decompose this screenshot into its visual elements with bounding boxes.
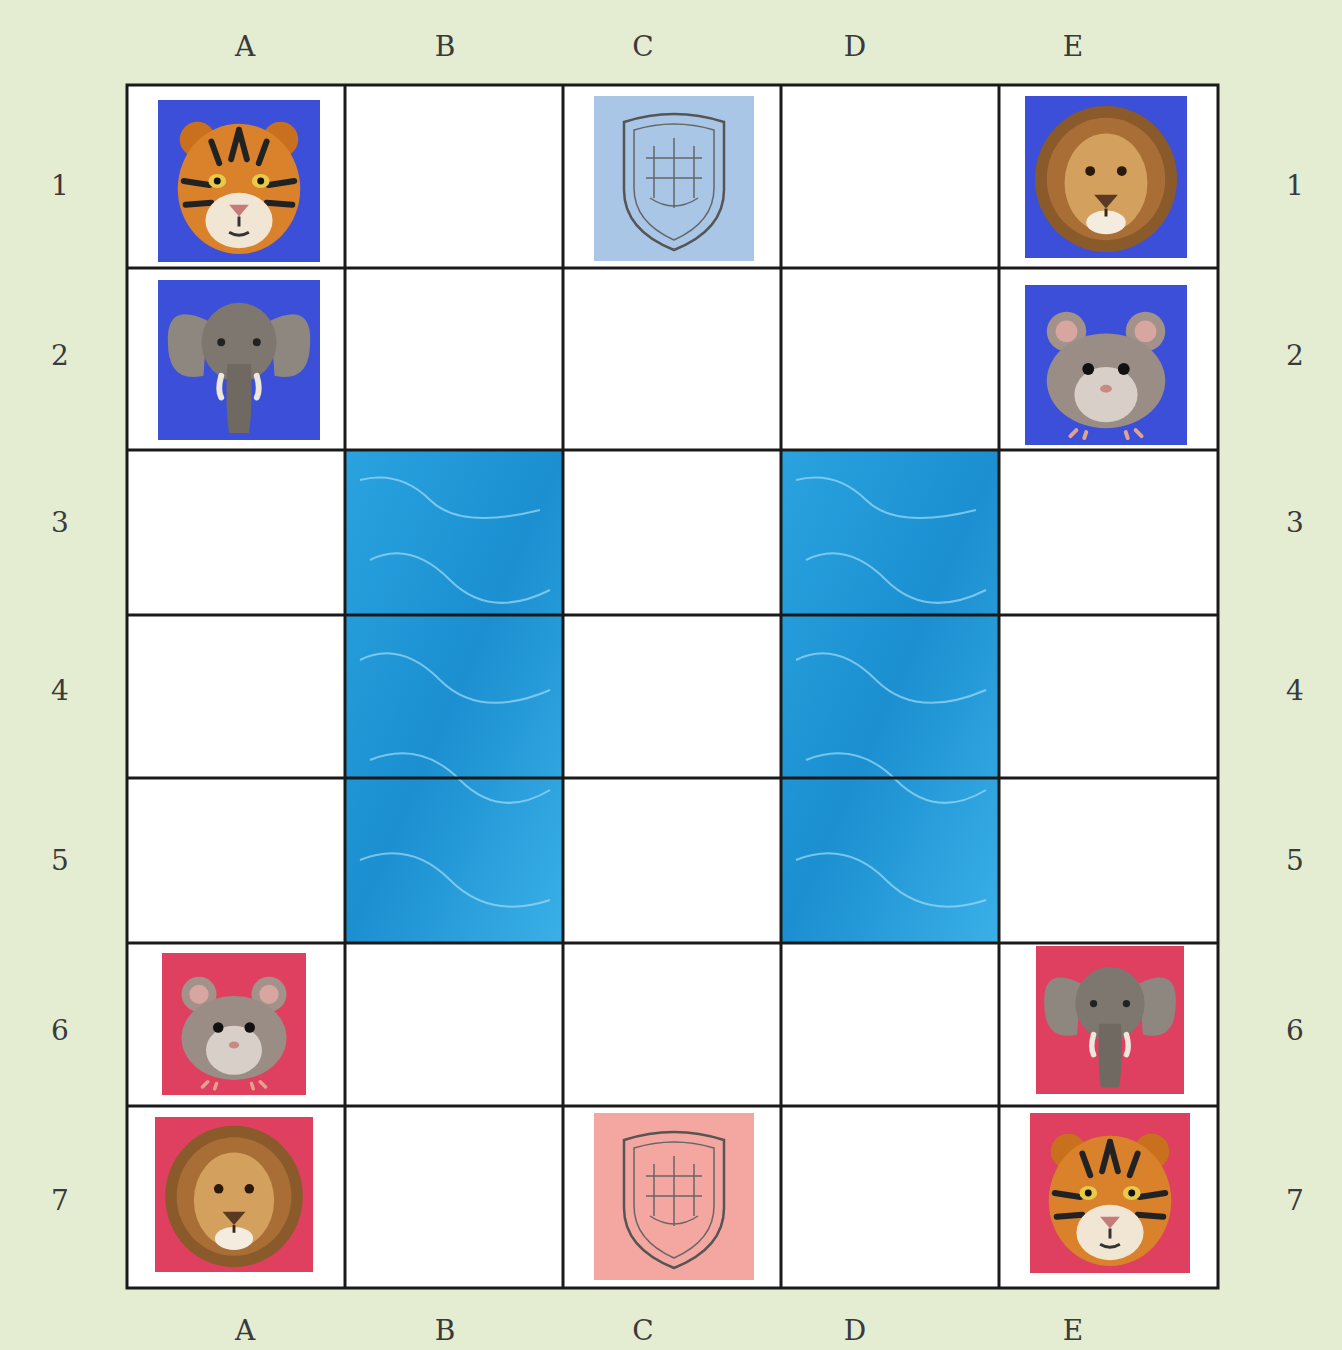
axis-label: C xyxy=(632,30,653,63)
axis-label: B xyxy=(435,30,456,63)
axis-label: E xyxy=(1063,30,1083,63)
axis-label: 4 xyxy=(51,674,69,707)
axis-label: 3 xyxy=(51,506,69,539)
axis-label: E xyxy=(1063,1314,1083,1347)
board-field xyxy=(127,85,1218,1288)
board-ground xyxy=(14,8,1328,1344)
axis-label: D xyxy=(844,30,866,63)
blue-pieces xyxy=(158,96,1187,445)
axis-label: 7 xyxy=(1286,1184,1304,1217)
axis-label: 2 xyxy=(51,339,69,372)
axis-label: B xyxy=(435,1314,456,1347)
board-grid xyxy=(127,85,1218,1288)
axis-label: 3 xyxy=(1286,506,1304,539)
river xyxy=(345,450,999,943)
axis-label: A xyxy=(235,30,255,63)
axis-label: 1 xyxy=(1286,169,1304,202)
axis-label: A xyxy=(235,1314,255,1347)
axis-label: D xyxy=(844,1314,866,1347)
axis-label: 5 xyxy=(1286,844,1304,877)
red-pieces xyxy=(155,946,1190,1280)
axis-label: 7 xyxy=(51,1184,69,1217)
axis-label: 5 xyxy=(51,844,69,877)
axis-label: 2 xyxy=(1286,339,1304,372)
axis-label: 6 xyxy=(1286,1014,1304,1047)
axis-label: C xyxy=(632,1314,653,1347)
axis-label: 4 xyxy=(1286,674,1304,707)
axis-label: 1 xyxy=(51,169,69,202)
axis-label: 6 xyxy=(51,1014,69,1047)
